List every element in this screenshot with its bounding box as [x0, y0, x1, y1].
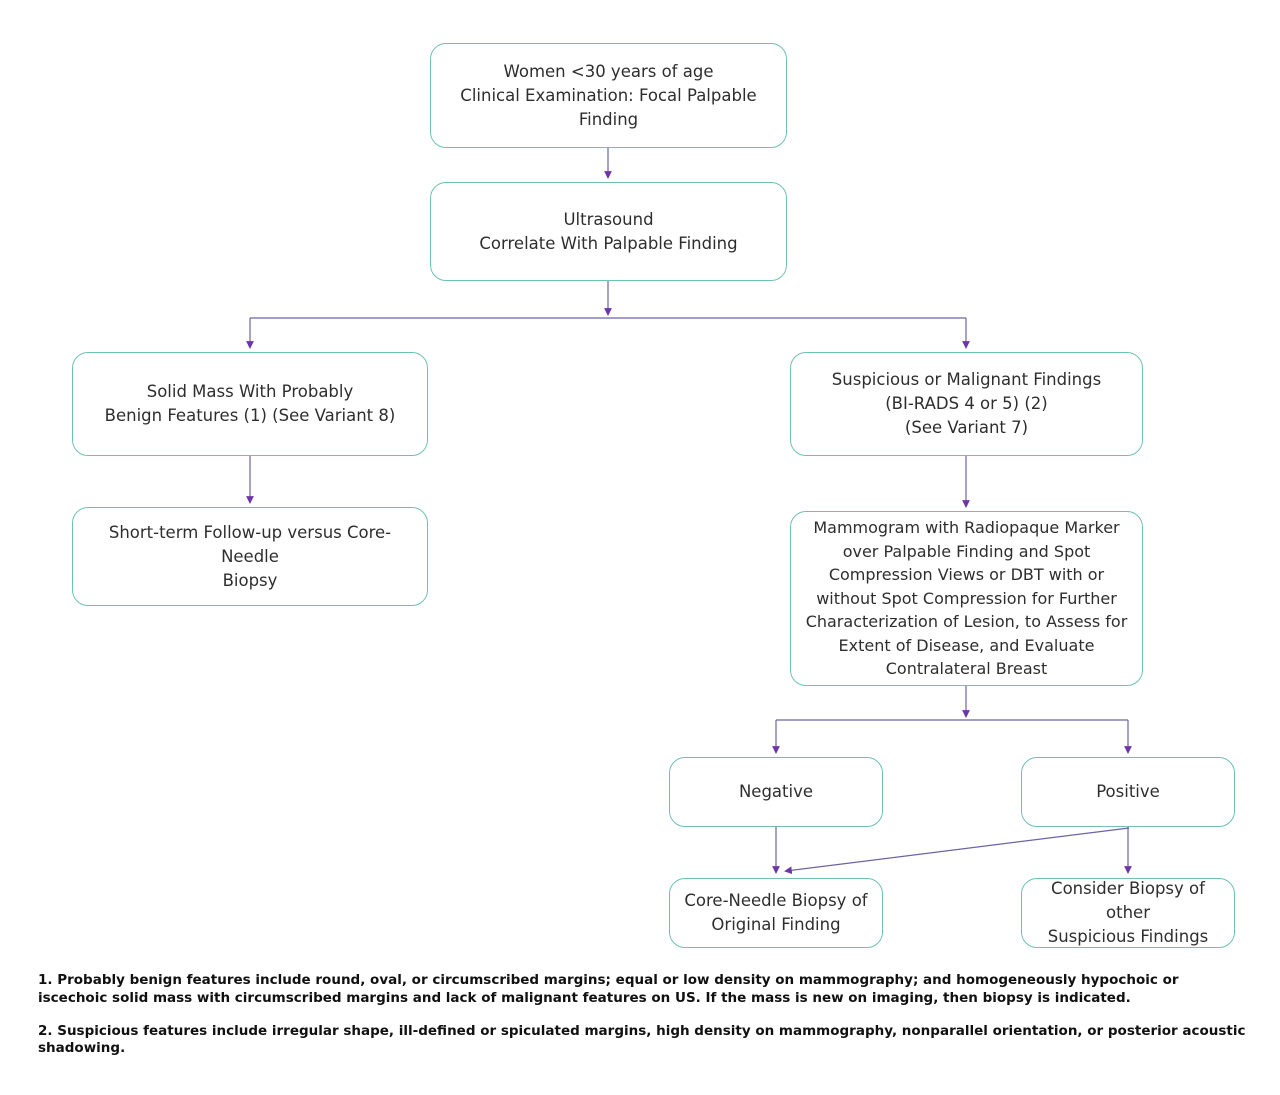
node-core-needle-biopsy-label: Core-Needle Biopsy of Original Finding [684, 891, 868, 934]
node-ultrasound: Ultrasound Correlate With Palpable Findi… [430, 182, 787, 281]
node-start-label: Women <30 years of age Clinical Examinat… [460, 61, 757, 129]
node-start: Women <30 years of age Clinical Examinat… [430, 43, 787, 148]
node-negative: Negative [669, 757, 883, 827]
node-solid-mass-label: Solid Mass With Probably Benign Features… [104, 382, 396, 425]
node-mammogram: Mammogram with Radiopaque Marker over Pa… [790, 511, 1143, 686]
node-suspicious-findings: Suspicious or Malignant Findings (BI-RAD… [790, 352, 1143, 456]
connector-positive-to-corebiopsy-diagonal [784, 827, 1130, 875]
node-consider-biopsy-label: Consider Biopsy of other Suspicious Find… [1047, 879, 1209, 946]
node-consider-biopsy: Consider Biopsy of other Suspicious Find… [1021, 878, 1235, 948]
node-core-needle-biopsy: Core-Needle Biopsy of Original Finding [669, 878, 883, 948]
node-suspicious-findings-label: Suspicious or Malignant Findings (BI-RAD… [831, 370, 1102, 437]
node-ultrasound-label: Ultrasound Correlate With Palpable Findi… [479, 209, 738, 253]
node-positive: Positive [1021, 757, 1235, 827]
node-short-term-followup: Short-term Follow-up versus Core-Needle … [72, 507, 428, 606]
node-mammogram-label: Mammogram with Radiopaque Marker over Pa… [805, 518, 1128, 679]
footnotes: 1. Probably benign features include roun… [38, 972, 1250, 1073]
node-negative-label: Negative [738, 782, 814, 801]
node-solid-mass: Solid Mass With Probably Benign Features… [72, 352, 428, 456]
footnote-2: 2. Suspicious features include irregular… [38, 1022, 1246, 1057]
footnote-1: 1. Probably benign features include roun… [38, 972, 1179, 1006]
node-short-term-followup-label: Short-term Follow-up versus Core-Needle … [108, 522, 392, 590]
node-positive-label: Positive [1096, 782, 1160, 801]
